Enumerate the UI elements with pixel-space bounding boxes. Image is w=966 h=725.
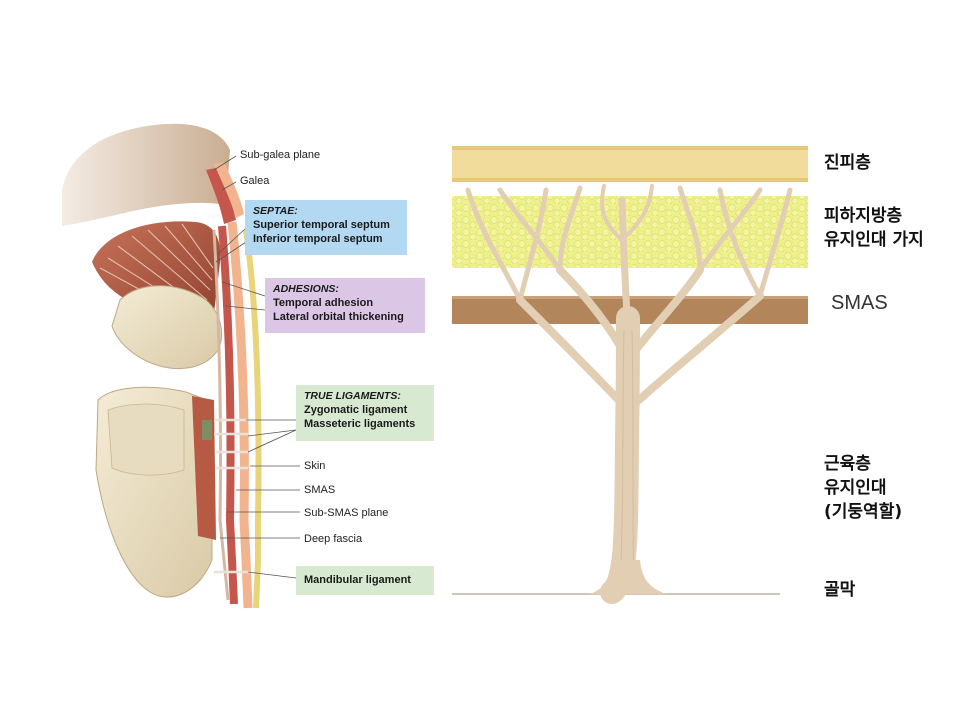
septae-title: SEPTAE: (253, 205, 298, 217)
leader-lines (213, 155, 300, 579)
adhesions-item: Lateral orbital thickening (273, 311, 404, 323)
septae-box: SEPTAE: Superior temporal septum Inferio… (245, 200, 407, 255)
mandibular-ligament-label: Mandibular ligament (304, 574, 411, 586)
label-sub-smas-plane: Sub-SMAS plane (304, 507, 389, 519)
septae-item: Superior temporal septum (253, 219, 390, 231)
true-ligaments-title: TRUE LIGAMENTS: (304, 390, 401, 402)
layer-label-muscle-role: (기둥역할) (824, 502, 903, 522)
layer-label-muscle-ligament: 유지인대 (824, 478, 887, 498)
true-ligaments-item: Masseteric ligaments (304, 418, 416, 430)
layer-label-smas: SMAS (831, 292, 888, 314)
septae-item: Inferior temporal septum (253, 233, 383, 245)
face-anatomy-illustration (62, 123, 262, 609)
adhesions-item: Temporal adhesion (273, 297, 374, 309)
layer-label-dermis: 진피층 (824, 153, 871, 173)
label-deep-fascia: Deep fascia (304, 533, 363, 545)
true-ligaments-box: TRUE LIGAMENTS: Zygomatic ligament Masse… (296, 385, 434, 441)
tree-root (590, 560, 666, 594)
layer-label-subcutaneous-fat: 피하지방층 (824, 206, 903, 226)
label-sub-galea-plane: Sub-galea plane (240, 149, 321, 161)
ligament-tree-diagram (452, 146, 808, 604)
layer-label-periosteum: 골막 (824, 580, 856, 600)
layer-label-subcutaneous-fat-sub: 유지인대 가지 (824, 230, 924, 250)
adhesions-box: ADHESIONS: Temporal adhesion Lateral orb… (265, 278, 425, 333)
layer-label-muscle: 근육층 (824, 454, 871, 474)
mandibular-ligament-box: Mandibular ligament (296, 566, 434, 595)
true-ligaments-item: Zygomatic ligament (304, 404, 408, 416)
label-skin: Skin (304, 460, 326, 472)
dermis-band (452, 146, 808, 182)
label-galea: Galea (240, 175, 270, 187)
label-smas: SMAS (304, 484, 336, 496)
adhesions-title: ADHESIONS: (273, 283, 339, 295)
